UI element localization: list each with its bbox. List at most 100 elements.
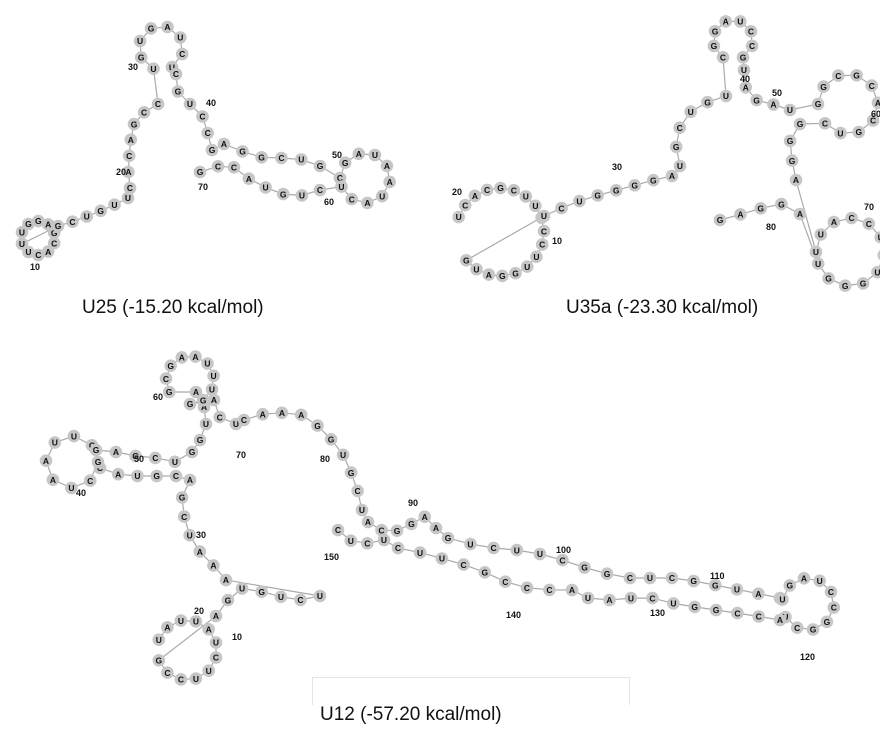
nucleotide-letter: G xyxy=(35,216,42,226)
nucleotide-letter: C xyxy=(835,71,841,81)
nucleotide xyxy=(368,148,382,162)
nucleotide-letter: A xyxy=(793,175,799,185)
frame-line xyxy=(312,677,313,705)
nucleotide xyxy=(856,277,870,290)
nucleotide-letter: C xyxy=(869,81,875,91)
nucleotide xyxy=(673,159,687,173)
position-label: 90 xyxy=(408,498,418,508)
nucleotide xyxy=(871,96,880,110)
nucleotide xyxy=(862,217,876,230)
nucleotide xyxy=(205,143,219,157)
position-label: 40 xyxy=(76,488,86,498)
nucleotide-letter: U xyxy=(533,252,539,262)
nucleotide-letter: A xyxy=(279,408,285,418)
nucleotide xyxy=(22,217,35,231)
nucleotide-letter: G xyxy=(853,71,860,81)
nucleotide xyxy=(294,408,308,422)
nucleotide xyxy=(530,250,543,263)
nucleotide-letter: A xyxy=(770,100,776,110)
nucleotide-letter: A xyxy=(669,171,675,181)
nucleotide xyxy=(217,137,231,151)
nucleotide xyxy=(344,534,358,547)
nucleotide-letter: U xyxy=(585,593,591,603)
nucleotide-letter: C xyxy=(335,525,341,535)
nucleotide xyxy=(211,160,225,173)
nucleotide xyxy=(351,484,364,498)
nucleotide-letter: C xyxy=(97,463,103,473)
nucleotide-letter: C xyxy=(870,116,876,126)
nucleotide-letter: A xyxy=(246,174,252,184)
nucleotide xyxy=(773,613,787,627)
nucleotide xyxy=(591,189,604,202)
nucleotide-letter: C xyxy=(155,99,161,109)
nucleotide-letter: C xyxy=(179,49,185,59)
nucleotide-letter: G xyxy=(757,204,764,214)
nucleotide-letter: C xyxy=(756,612,762,622)
nucleotide-letter: C xyxy=(213,653,219,663)
nucleotide xyxy=(361,537,374,550)
nucleotide-letter: U xyxy=(381,535,387,545)
nucleotide xyxy=(520,581,534,594)
nucleotide-letter: C xyxy=(337,173,343,183)
nucleotide xyxy=(429,521,443,535)
nucleotide-letter: U xyxy=(68,483,74,493)
nucleotide xyxy=(793,117,807,131)
nucleotide-letter: C xyxy=(215,162,221,172)
nucleotide-letter: C xyxy=(317,185,323,195)
nucleotide-letter: U xyxy=(677,161,683,171)
nucleotide xyxy=(294,593,307,607)
frame-line xyxy=(629,677,630,705)
position-label: 30 xyxy=(128,62,138,72)
nucleotide-letter: A xyxy=(298,410,304,420)
nucleotide-letter: A xyxy=(179,353,185,363)
nucleotide-letter: G xyxy=(209,145,216,155)
nucleotide-letter: G xyxy=(711,41,718,51)
position-label: 100 xyxy=(556,545,571,555)
nucleotide xyxy=(183,528,196,542)
nucleotide-letter: G xyxy=(200,395,207,405)
u25-caption: U25 (-15.20 kcal/mol) xyxy=(82,297,264,318)
nucleotide-letter: G xyxy=(97,206,104,216)
nucleotide-letter: G xyxy=(175,87,182,97)
nucleotide-letter: G xyxy=(166,387,173,397)
nucleotide xyxy=(646,591,659,605)
nucleotide-letter: G xyxy=(342,158,349,168)
nucleotide xyxy=(643,571,657,585)
nucleotide-letter: A xyxy=(365,517,371,527)
nucleotide xyxy=(338,156,352,169)
nucleotide xyxy=(209,636,223,649)
nucleotide-letter: A xyxy=(737,210,743,220)
position-label: 70 xyxy=(864,202,874,212)
nucleotide-letter: C xyxy=(241,415,247,425)
nucleotide-letter: A xyxy=(206,625,212,635)
nucleotide xyxy=(418,510,432,523)
nucleotide-letter: G xyxy=(148,24,155,34)
nucleotide-letter: G xyxy=(712,580,719,590)
nucleotide xyxy=(129,449,142,463)
nucleotide xyxy=(390,524,404,537)
nucleotide xyxy=(716,51,730,64)
nucleotide xyxy=(193,545,207,558)
nucleotide-letter: G xyxy=(258,587,265,597)
nucleotide-letter: C xyxy=(141,108,147,118)
nucleotide-letter: C xyxy=(127,183,133,193)
nucleotide xyxy=(470,262,483,276)
nucleotide xyxy=(236,145,249,158)
nucleotide-letter: A xyxy=(164,623,170,633)
nucleotide-letter: G xyxy=(810,625,817,635)
nucleotide-letter: G xyxy=(778,199,785,209)
position-label: 30 xyxy=(612,162,622,172)
nucleotide xyxy=(295,189,309,202)
position-label: 40 xyxy=(206,98,216,108)
nucleotide-letter: G xyxy=(55,221,62,231)
nucleotide-letter: A xyxy=(356,149,362,159)
nucleotide-letter: G xyxy=(713,605,720,615)
nucleotide-letter: C xyxy=(217,412,223,422)
nucleotide-letter: U xyxy=(71,431,77,441)
nucleotide-letter: C xyxy=(794,623,800,633)
nucleotide-letter: G xyxy=(740,53,747,63)
nucleotide-letter: C xyxy=(461,560,467,570)
nucleotide-letter: A xyxy=(201,402,207,412)
nucleotide xyxy=(174,614,188,627)
nucleotide-letter: U xyxy=(514,545,520,555)
